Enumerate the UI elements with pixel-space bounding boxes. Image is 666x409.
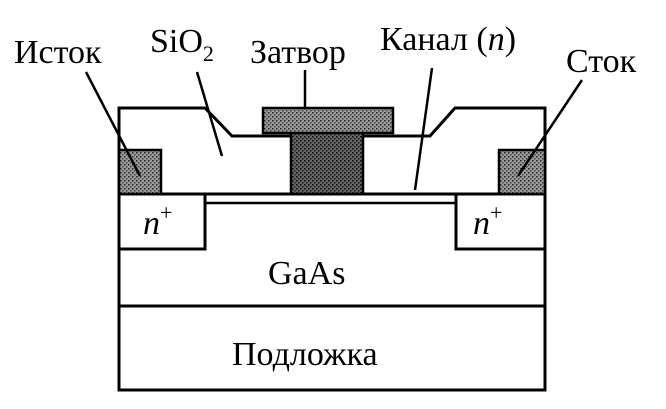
label-sio2: SiO2 <box>150 23 214 66</box>
label-gate: Затвор <box>250 34 346 71</box>
gate-stem <box>289 130 365 196</box>
label-source: Исток <box>14 34 102 71</box>
label-gaas: GaAs <box>268 255 345 292</box>
source-contact <box>117 148 163 196</box>
substrate-layer <box>117 304 547 392</box>
gate-pad <box>261 106 395 135</box>
label-substrate: Подложка <box>232 336 378 373</box>
label-channel: Канал (n) <box>380 21 516 58</box>
sio2-leader <box>195 71 224 157</box>
label-drain: Сток <box>566 43 637 80</box>
n-plus-right-region <box>454 192 547 251</box>
drain-leader <box>516 79 584 177</box>
label-n-plus-left: n+ <box>143 200 172 242</box>
channel-leader <box>413 67 434 191</box>
source-leader <box>84 71 142 177</box>
label-n-plus-right: n+ <box>473 200 502 242</box>
